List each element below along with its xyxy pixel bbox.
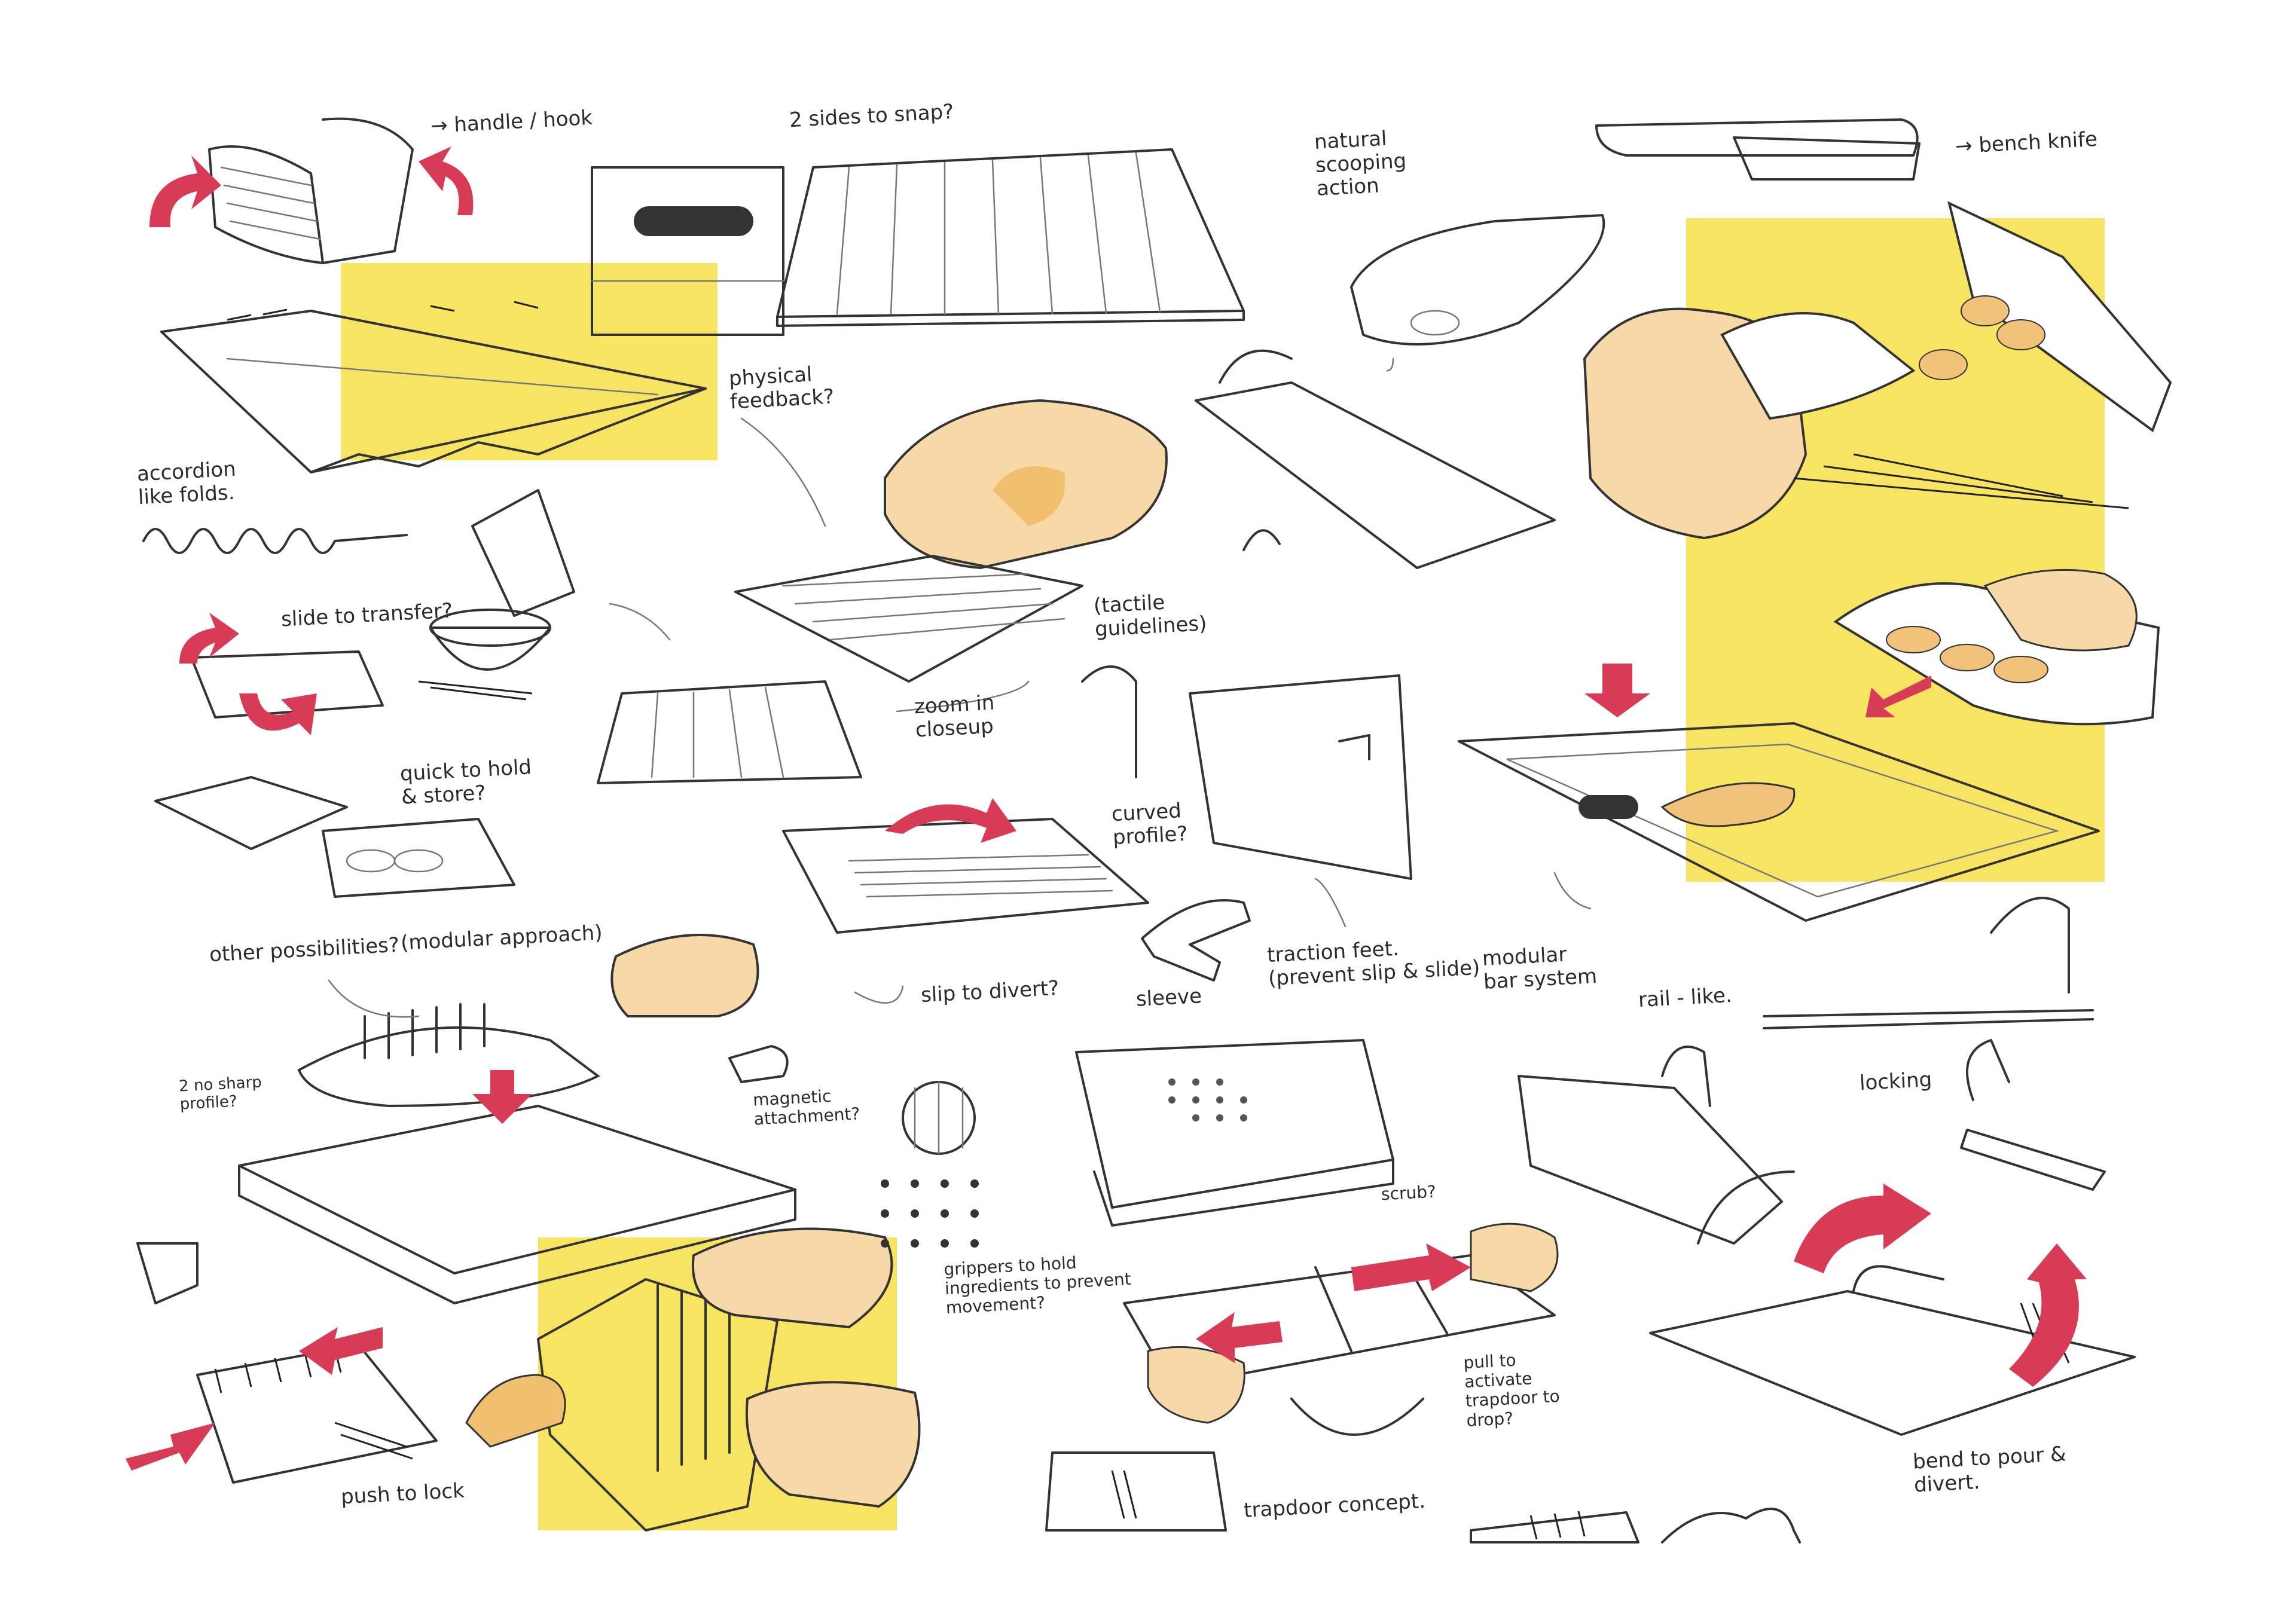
bend-to-pour-board [1518,1046,2136,1436]
note-pull-to-activate: pull to activate trapdoor to drop? [1463,1350,1561,1431]
fan-fold-sketch [208,117,414,264]
rounded-cutting-board [1195,349,1556,569]
accordion-profile-line [142,528,408,554]
scoop-sketch [1350,214,1605,346]
modular-box-sketch [154,776,515,898]
note-no-sharp-profile: 2 no sharp profile? [178,1073,262,1114]
rotate-arrow-fold-down [239,693,317,735]
note-tactile-guidelines: (tactile guidelines) [1093,590,1208,641]
hand-scooping-illustration [1583,201,2172,540]
sleeve-sketch [1081,665,1251,982]
striped-mat-sketch [597,680,862,784]
hand-tactile-guidelines [734,399,1168,683]
rotate-arrow-right [419,146,474,215]
small-scraper-sketch [1697,1170,1795,1245]
ribbed-board-sketch [776,148,1245,327]
note-natural-scooping: natural scooping action [1313,126,1407,201]
bend-arrow-left [1794,1184,1931,1273]
accordion-board-sketch [160,301,707,473]
pointer-lines [328,357,1592,1018]
note-zoom-in-closeup: zoom in closeup [913,690,996,742]
locking-rail-sketch [1763,897,2106,1191]
comb-tool-with-hand [238,934,796,1304]
down-arrow-comb [472,1070,532,1124]
note-rail-like: rail - like. [1638,983,1733,1013]
push-arrow-bottom [126,1423,215,1471]
note-quick-hold: quick to hold & store? [399,755,532,809]
push-arrow-top [299,1327,383,1375]
hinge-arrow [885,798,1016,843]
standing-board-sketch [1189,674,1412,880]
magnetic-clip-sketch [728,1045,789,1083]
note-scrub: scrub? [1381,1181,1437,1205]
grater-with-hands [465,1227,921,1532]
note-sleeve: sleeve [1135,984,1202,1011]
down-arrow-tray [1584,664,1650,717]
trapdoor-arrow-left [1196,1312,1283,1363]
modular-tray-board [1458,568,2160,922]
note-accordion-folds: accordion like folds. [136,457,237,510]
dotted-gripper-board [1075,1039,1394,1227]
slotted-board-sketch [591,166,784,336]
bend-arrow-right [2009,1243,2087,1387]
profile-sketches-bottom [1470,1508,1801,1543]
bench-knife-sketch [1595,118,1921,181]
trapdoor-board-with-hands [1045,1222,1559,1532]
note-curved-profile: curved profile? [1110,799,1189,850]
fold-sketch-left [190,650,384,719]
rotate-arrow-fold-up [179,613,239,664]
note-physical-feedback: physical feedback? [728,362,835,414]
highlight-block-top-left [341,263,718,460]
hinged-tray-sketch [782,818,1149,934]
left-arrow-tray [1866,676,1931,717]
rotate-arrow-left [149,155,221,227]
note-locking: locking [1859,1067,1933,1096]
note-modular-bar-system: modular bar system [1482,942,1598,995]
note-bend-to-pour: bend to pour & divert. [1912,1442,2067,1497]
note-magnetic-attachment: magnetic attachment? [752,1086,861,1129]
note-grippers: grippers to hold ingredients to prevent … [943,1252,1132,1318]
tomato-grip-grid [881,1081,979,1248]
bowl-transfer-sketch [418,489,575,701]
trapdoor-arrow-right [1351,1243,1471,1291]
